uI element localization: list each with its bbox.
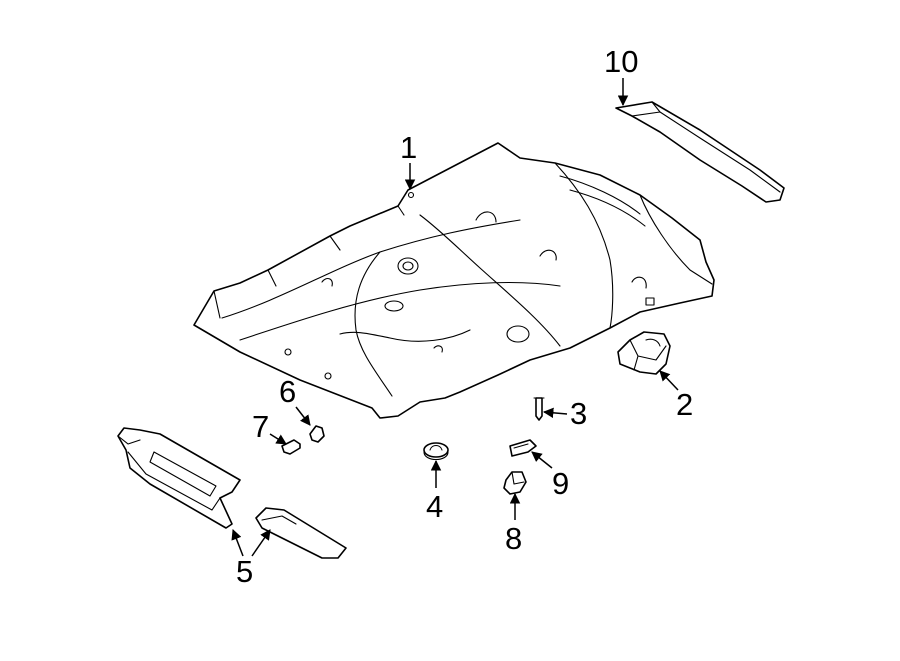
callout-4: 4 <box>426 489 443 524</box>
callout-1: 1 <box>400 130 417 165</box>
leader-7 <box>269 433 287 445</box>
screw-part[interactable] <box>533 397 545 421</box>
sun-visor-left-part[interactable] <box>117 427 241 529</box>
callout-5: 5 <box>236 554 253 589</box>
callout-10: 10 <box>604 44 638 79</box>
sun-visor-right-part[interactable] <box>255 507 347 559</box>
clip-part[interactable] <box>423 442 449 461</box>
leader-9 <box>531 451 553 469</box>
callout-7: 7 <box>252 409 269 444</box>
callout-9: 9 <box>552 466 569 501</box>
leader-lines <box>231 78 679 557</box>
roof-rail-trim-part[interactable] <box>615 101 785 203</box>
leader-5a <box>231 529 244 557</box>
headliner-part[interactable] <box>193 142 715 419</box>
callout-8: 8 <box>505 521 522 556</box>
visor-clip-part[interactable] <box>309 425 325 443</box>
retainer-part[interactable] <box>509 439 537 457</box>
leader-5b <box>251 529 271 557</box>
leader-6 <box>295 406 311 426</box>
bushing-part[interactable] <box>281 439 301 455</box>
callout-2: 2 <box>676 387 693 422</box>
bracket-part[interactable] <box>617 331 671 375</box>
leader-3 <box>542 407 568 419</box>
hook-part[interactable] <box>503 471 527 495</box>
leader-2 <box>659 370 679 391</box>
callout-6: 6 <box>279 374 296 409</box>
callout-3: 3 <box>570 396 587 431</box>
callout-labels: 1 2 3 4 5 6 7 8 9 10 <box>236 44 693 589</box>
